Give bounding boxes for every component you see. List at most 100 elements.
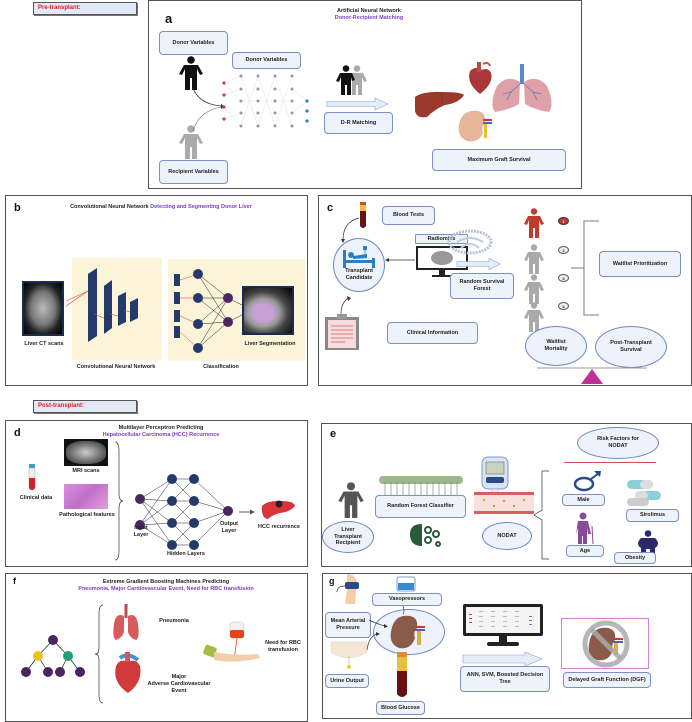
balance-scale-icon <box>537 367 647 384</box>
delayed-graft-function-box: Delayed Graft Function (DGF) <box>563 672 651 688</box>
risk-factor-sirolimus: Sirolimus <box>626 509 679 522</box>
waitlist-prioritization-box: Waitlist Prioritization <box>599 251 681 277</box>
survival-line2: Survival <box>620 347 642 353</box>
panel-g-label: g <box>329 576 335 586</box>
panel-f-label: f <box>13 576 16 586</box>
pneumonia-label: Pneumonia <box>159 618 189 624</box>
pathological-features-label: Pathological features <box>59 512 115 518</box>
kidney-icon <box>458 110 492 142</box>
recipient-line2: Transplant <box>334 533 362 540</box>
models-line2: Tree <box>499 679 511 685</box>
vasopressors-box: Vasopressors <box>372 593 442 606</box>
lungs-icon <box>113 604 139 640</box>
input-arrows-g <box>366 605 405 651</box>
heart-icon <box>469 61 492 94</box>
hcc-recurrence-label: HCC recurrence <box>258 524 300 530</box>
male-symbol-icon <box>573 471 601 492</box>
liver-ct-label: Liver CT scans <box>24 341 64 347</box>
input-line1: Input <box>134 525 148 531</box>
donor-person-icon <box>179 56 203 90</box>
iv-bag-icon <box>396 576 416 592</box>
candidate-line1: Transplant <box>345 268 373 275</box>
mortality-line1: Waitlist <box>546 339 566 346</box>
liver-segmentation-label: Liver Segmentation <box>244 341 296 347</box>
panel-d-label: d <box>14 427 21 439</box>
panel-f-title-text: Extreme Gradient Boosting Machines Predi… <box>102 579 230 585</box>
map-line1: Mean Arterial <box>330 618 366 625</box>
risk-factor-male: Male <box>562 494 605 506</box>
liver-segmentation-image <box>242 286 294 335</box>
blood-glucose-tube-icon <box>397 652 407 697</box>
blood-pressure-cuff-icon <box>336 574 359 604</box>
risk-factor-age: Age <box>566 545 604 557</box>
outcomes-brace <box>94 604 104 704</box>
panel-a-title: Artificial Neural Network Donor-Recipien… <box>299 8 439 22</box>
map-line2: Pressure <box>336 625 360 631</box>
risk-line1: Risk Factors for <box>597 436 639 443</box>
output-arrow <box>239 509 255 515</box>
output-line1: Output <box>219 521 239 527</box>
elderly-person-icon <box>576 512 594 545</box>
nn-donor-variables-box: Donor Variables <box>232 52 301 69</box>
input-line2: Layer <box>133 531 149 538</box>
hidden-layers-label: Hidden Layers <box>167 551 205 557</box>
rbc-line2: transfusion <box>268 646 298 653</box>
random-forest-classifier-box: Random Forest Classifier <box>375 495 466 518</box>
risk-line2: NODAT <box>608 443 628 449</box>
survival-line1: Post-Transplant <box>610 340 652 347</box>
classification-label: Classification <box>203 364 239 370</box>
classification-network <box>174 269 253 353</box>
panel-b-title: Convolutional Neural Network Detecting a… <box>36 204 286 211</box>
cnn-layers-diagram <box>65 268 138 342</box>
mri-scans-label: MRI scans <box>72 468 100 474</box>
forest-icon <box>379 476 463 496</box>
clinical-clipboard-icon <box>325 314 359 350</box>
panel-e-label: e <box>330 428 337 440</box>
decision-tree-icon <box>21 635 85 677</box>
recipient-line3: Recipient <box>335 540 361 547</box>
liver-tumor-icon <box>261 500 295 519</box>
mortality-line2: Mortality <box>544 346 568 352</box>
mace-line1: Major <box>171 674 187 680</box>
rank-2-badge: 2 <box>558 246 569 254</box>
model-arrow-icon <box>462 651 543 667</box>
panel-f: f Extreme Gradient Boosting Machines Pre… <box>5 573 308 722</box>
rank-4-badge: 4 <box>558 302 569 310</box>
blood-transfusion-icon <box>203 621 260 662</box>
panel-f-subtitle: Pneumonia, Major Cardiovascular Event, N… <box>78 586 254 593</box>
blood-glucose-box: Blood Glucose <box>376 701 425 715</box>
blood-vessel-icon <box>474 492 534 514</box>
clinical-information-box: Clinical Information <box>387 322 478 344</box>
output-line2: Layer <box>221 527 237 534</box>
panel-b-title-text: Convolutional Neural Network <box>70 204 149 210</box>
computer-monitor-icon <box>463 604 543 646</box>
rank-1-badge: 1 <box>558 217 569 225</box>
risk-factor-obesity: Obesity <box>614 552 656 564</box>
rbc-line1: Need for RBC <box>265 640 301 646</box>
panel-d-title: Multilayer Perceptron Predicting Hepatoc… <box>66 425 256 439</box>
candidate-line2: Candidate <box>345 275 373 282</box>
pills-icon <box>627 480 661 506</box>
liver-icon <box>415 91 464 118</box>
blood-sample-tube-icon <box>28 464 36 491</box>
risk-brace <box>533 470 549 560</box>
rsf-line2: Forest <box>473 286 491 292</box>
mace-line3: Event <box>171 687 187 694</box>
mri-scan-image <box>64 439 108 466</box>
mlp-network-diagram <box>135 474 233 550</box>
donor-variables-box: Donor Variables <box>159 31 228 55</box>
panel-d-subtitle: Hepatocellular Carcinoma (HCC) Recurrenc… <box>102 432 220 439</box>
heart-icon <box>115 652 141 693</box>
panel-c-label: c <box>327 202 334 214</box>
